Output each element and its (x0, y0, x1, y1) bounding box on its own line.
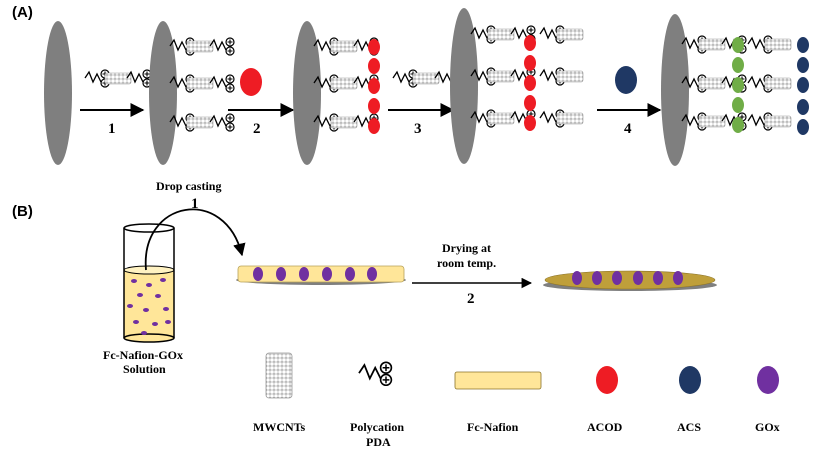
solution-label-2: Solution (123, 362, 166, 376)
electrode-bare (44, 21, 72, 165)
legend-acod-icon (596, 366, 618, 394)
panel-b-label: (B) (12, 203, 33, 220)
step-2-label: 2 (253, 121, 261, 137)
legend-mwcnts-icon (265, 352, 293, 399)
drying-step: 2 (467, 291, 475, 307)
legend-acs-icon (679, 366, 701, 394)
acod-free (240, 68, 262, 96)
legend-nafion-icon (454, 371, 542, 390)
layers-stage-3-outer (539, 25, 584, 128)
legend-mwcnts-label: MWCNTs (253, 420, 306, 434)
cnt-pda-free-3 (392, 69, 460, 88)
acs-free (615, 66, 637, 94)
step-1-label: 1 (108, 121, 116, 137)
acod-column-stage-3 (524, 35, 536, 131)
wet-film-electrode (236, 265, 406, 285)
electrode-stage-3 (450, 8, 478, 164)
legend-nafion-label: Fc-Nafion (467, 420, 519, 434)
legend-acod-label: ACOD (587, 420, 623, 434)
cnt-pda-free-1 (84, 69, 152, 88)
drying-label-2: room temp. (437, 256, 496, 270)
solution-label-1: Fc-Nafion-GOx (103, 348, 183, 362)
drop-casting-step: 1 (191, 196, 199, 212)
drop-casting-arrow (145, 208, 246, 271)
acod-column-stage-2 (368, 39, 380, 134)
electrode-stage-1 (149, 21, 177, 165)
gox-particles-in-solution (127, 278, 171, 335)
legend-pda-label: PDA (366, 435, 391, 449)
green-column-stage-4 (732, 37, 744, 133)
panel-a-label: (A) (12, 4, 33, 21)
electrode-stage-2 (293, 21, 321, 165)
drying-label-1: Drying at (442, 241, 491, 255)
legend-acs-label: ACS (677, 420, 701, 434)
layers-stage-1 (169, 37, 235, 132)
electrode-stage-4 (661, 14, 689, 166)
legend-gox-icon (757, 366, 779, 394)
layers-stage-4-outer (747, 35, 792, 131)
dried-film-electrode (543, 270, 717, 291)
acs-column-stage-4 (797, 37, 809, 135)
step-4-label: 4 (624, 121, 632, 137)
drop-casting-label: Drop casting (156, 179, 221, 193)
legend-pda-icon (358, 361, 393, 387)
step-3-label: 3 (414, 121, 422, 137)
legend-polycation-label: Polycation (350, 420, 404, 434)
legend-gox-label: GOx (755, 420, 780, 434)
